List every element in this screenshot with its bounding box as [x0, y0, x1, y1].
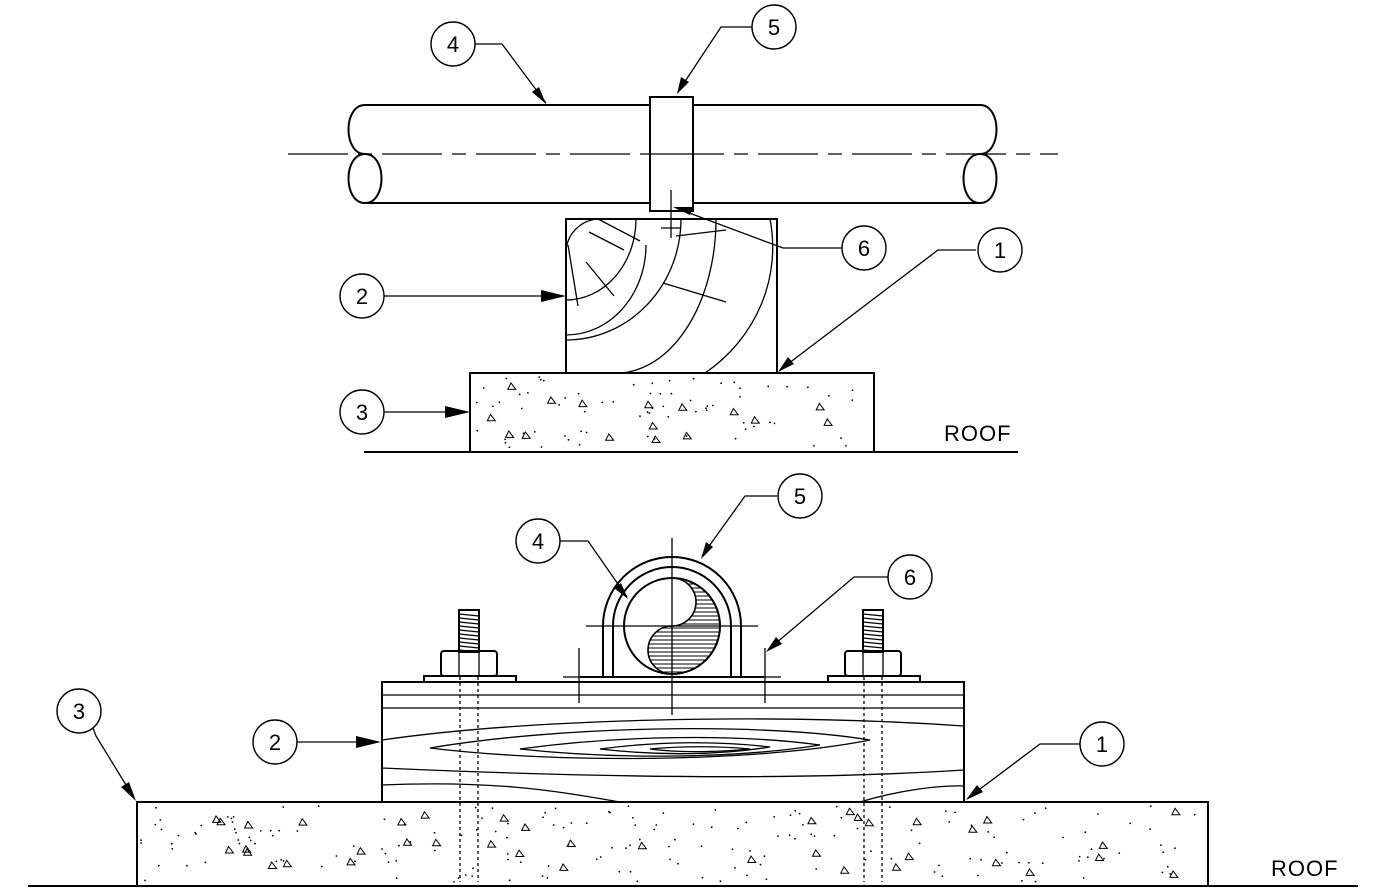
top-callout-4: 4 [430, 21, 476, 67]
top-callout-1: 1 [977, 227, 1023, 273]
top-concrete-pad [469, 372, 875, 453]
top-elevation-view: ROOF 4 5 [288, 4, 1058, 453]
left-anchor-bolt [423, 609, 517, 882]
bottom-callout-1: 1 [1079, 721, 1125, 767]
bottom-callout-3: 3 [56, 688, 102, 734]
svg-text:1: 1 [1096, 732, 1108, 757]
right-anchor-bolt [827, 609, 921, 882]
top-roof-label: ROOF [944, 421, 1012, 446]
svg-text:3: 3 [73, 699, 85, 724]
top-callout-5: 5 [751, 4, 797, 50]
bottom-callout-6: 6 [887, 554, 933, 600]
bottom-concrete-slab [136, 801, 1209, 887]
svg-text:6: 6 [858, 236, 870, 261]
svg-text:4: 4 [532, 529, 544, 554]
svg-text:1: 1 [994, 238, 1006, 263]
top-callout-6: 6 [841, 225, 887, 271]
top-leaders [384, 26, 976, 418]
bottom-wood-block [381, 681, 965, 803]
svg-text:2: 2 [269, 730, 281, 755]
top-callout-2: 2 [339, 273, 385, 319]
svg-text:5: 5 [768, 15, 780, 40]
top-wood-block [566, 190, 778, 373]
bottom-leaders [92, 495, 1080, 801]
bottom-callout-2: 2 [252, 719, 298, 765]
svg-text:6: 6 [904, 565, 916, 590]
top-callout-3: 3 [339, 389, 385, 435]
bottom-pipe-section [586, 538, 758, 715]
bottom-roof-label: ROOF [1271, 856, 1339, 881]
bottom-callout-4: 4 [515, 518, 561, 564]
svg-text:4: 4 [447, 32, 459, 57]
svg-text:5: 5 [794, 484, 806, 509]
svg-text:3: 3 [356, 400, 368, 425]
bottom-section-view: ROOF [28, 473, 1358, 887]
bottom-callout-5: 5 [777, 473, 823, 519]
svg-text:2: 2 [356, 284, 368, 309]
